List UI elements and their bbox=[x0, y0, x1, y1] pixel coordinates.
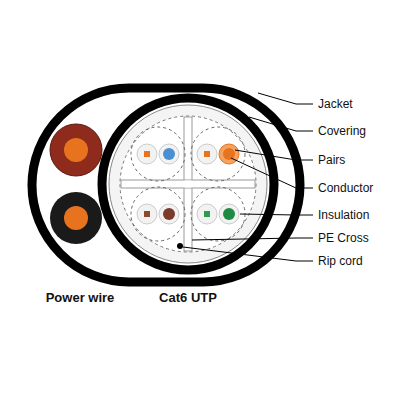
part-label: Pairs bbox=[318, 153, 345, 167]
part-label: Covering bbox=[318, 124, 366, 138]
rip-cord bbox=[177, 243, 183, 249]
leader-lines bbox=[183, 93, 313, 261]
jacket-outline bbox=[32, 88, 300, 282]
part-label: Rip cord bbox=[318, 254, 363, 268]
part-label: PE Cross bbox=[318, 231, 369, 245]
part-label: Insulation bbox=[318, 208, 369, 222]
caption-label: Cat6 UTP bbox=[159, 291, 217, 305]
part-label: Jacket bbox=[318, 97, 353, 111]
cat6-core bbox=[102, 98, 274, 270]
part-label: Conductor bbox=[318, 181, 373, 195]
power-wires bbox=[50, 124, 102, 244]
pe-cross bbox=[184, 117, 192, 251]
caption-label: Power wire bbox=[46, 291, 115, 305]
